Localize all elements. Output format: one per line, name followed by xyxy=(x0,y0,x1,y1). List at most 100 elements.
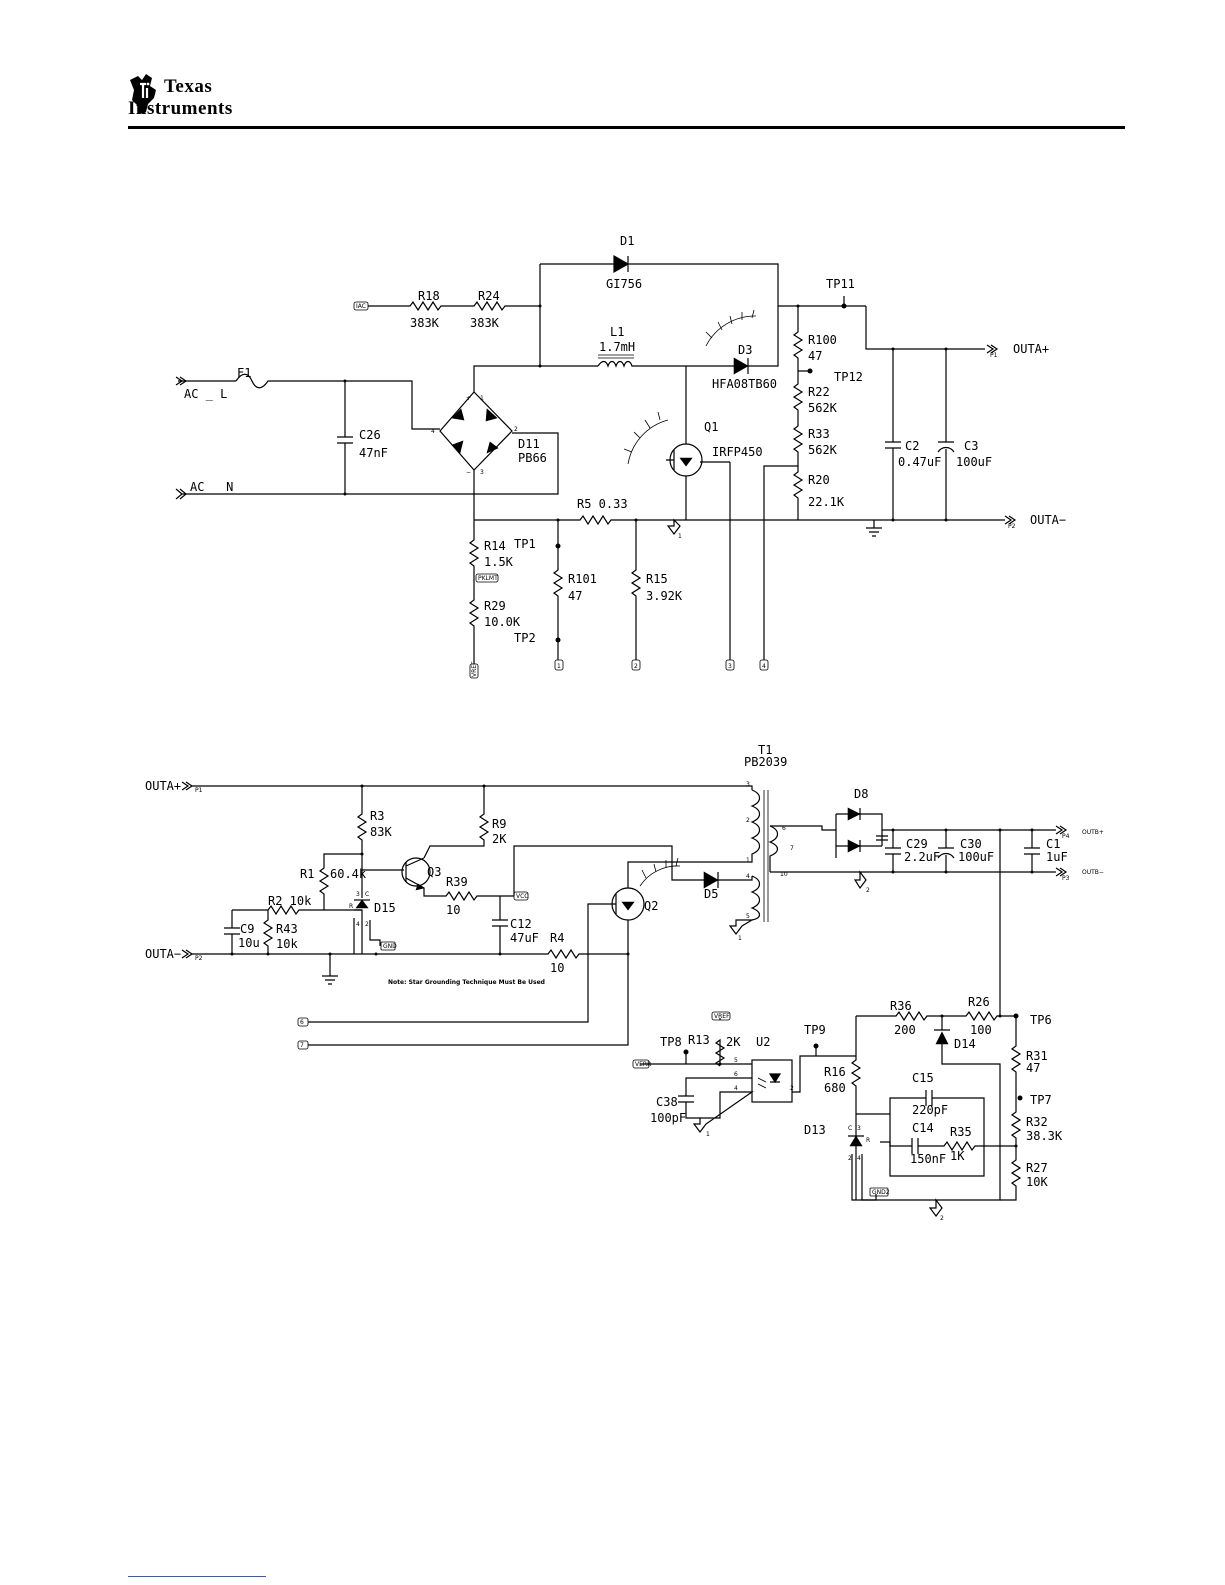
label-d13-c: C xyxy=(848,1125,852,1132)
label-c14: C14 xyxy=(912,1121,934,1135)
label-p1: P1 xyxy=(990,352,998,359)
label-t1-value: PB2039 xyxy=(744,755,787,769)
label-vref-top: VREF xyxy=(471,661,478,677)
pfc-schematic: D1 GI756 R18 383K R24 383K IAC F1 AC _ L… xyxy=(175,234,1066,679)
label-c2-value: 0.47uF xyxy=(898,455,941,469)
label-d15-pin3: 3 xyxy=(356,891,360,898)
label-gnd1-b: 1 xyxy=(738,935,742,942)
label-tp12: TP12 xyxy=(834,370,863,384)
label-c38-value: 100pF xyxy=(650,1111,686,1125)
label-d15-pin2: 2 xyxy=(365,921,369,928)
label-r26: R26 xyxy=(968,995,990,1009)
label-c1-value: 1uF xyxy=(1046,850,1068,864)
label-r43: R43 xyxy=(276,922,298,936)
label-c9-value: 10u xyxy=(238,936,260,950)
label-d13: D13 xyxy=(804,1123,826,1137)
label-d15-pin4: 4 xyxy=(356,921,360,928)
label-p3: P3 xyxy=(1062,875,1070,882)
label-pklmt: PKLMT xyxy=(478,575,498,582)
label-tp6: TP6 xyxy=(1030,1013,1052,1027)
label-u2-pin2: 2 xyxy=(790,1085,794,1092)
label-t1-pin7: 7 xyxy=(790,845,794,852)
logo-text-line2: Instruments xyxy=(128,98,233,119)
header-rule xyxy=(128,126,1125,129)
label-r1: R1 xyxy=(300,867,314,881)
label-r32-value: 38.3K xyxy=(1026,1129,1063,1143)
label-vcc: VCC xyxy=(516,893,528,900)
label-r31-value: 47 xyxy=(1026,1061,1040,1075)
label-outa-minus: OUTA− xyxy=(1030,513,1066,527)
label-c15: C15 xyxy=(912,1071,934,1085)
label-l1-value: 1.7mH xyxy=(599,340,635,354)
label-r3-value: 83K xyxy=(370,825,392,839)
label-t1-pin3: 3 xyxy=(746,781,750,788)
label-p2: P2 xyxy=(1008,523,1016,530)
label-d13-pin2: 2 xyxy=(848,1155,852,1162)
label-q3: Q3 xyxy=(427,865,441,879)
label-c29: C29 xyxy=(906,837,928,851)
label-r100: R100 xyxy=(808,333,837,347)
label-r3: R3 xyxy=(370,809,384,823)
logo-text-line1: Texas xyxy=(164,76,213,97)
label-r15: R15 xyxy=(646,572,668,586)
label-off1: 1 xyxy=(557,663,561,670)
label-gnd-tag: GND xyxy=(383,943,397,950)
label-gnd-1: 1 xyxy=(678,533,682,540)
label-c12-value: 47uF xyxy=(510,931,539,945)
label-c30: C30 xyxy=(960,837,982,851)
label-off6: 6 xyxy=(300,1019,304,1026)
label-c2: C2 xyxy=(905,439,919,453)
label-q1: Q1 xyxy=(704,420,718,434)
label-u2-pin5: 5 xyxy=(734,1057,738,1064)
label-r4: R4 xyxy=(550,931,564,945)
label-r33-value: 562K xyxy=(808,443,838,457)
label-u2-pin6: 6 xyxy=(734,1071,738,1078)
label-d15-c: C xyxy=(365,891,369,898)
label-r16: R16 xyxy=(824,1065,846,1079)
label-d3-value: HFA08TB60 xyxy=(712,377,777,391)
label-r15-value: 3.92K xyxy=(646,589,683,603)
label-c26: C26 xyxy=(359,428,381,442)
label-off4: 4 xyxy=(762,663,766,670)
label-r39: R39 xyxy=(446,875,468,889)
label-d11-value: PB66 xyxy=(518,451,547,465)
label-r27-value: 10K xyxy=(1026,1175,1048,1189)
label-t1: T1 xyxy=(758,743,772,757)
label-r36: R36 xyxy=(890,999,912,1013)
label-iac: IAC xyxy=(356,303,366,310)
label-tp2: TP2 xyxy=(514,631,536,645)
label-l1: L1 xyxy=(610,325,624,339)
label-bridge-pin4: 4 xyxy=(431,428,435,435)
label-r9: R9 xyxy=(492,817,506,831)
label-r100-value: 47 xyxy=(808,349,822,363)
label-d14: D14 xyxy=(954,1037,976,1051)
label-r5: R5 0.33 xyxy=(577,497,628,511)
label-tp1: TP1 xyxy=(514,537,536,551)
label-d1-value: GI756 xyxy=(606,277,642,291)
label-r18-value: 383K xyxy=(410,316,440,330)
label-r22: R22 xyxy=(808,385,830,399)
label-r13: R13 xyxy=(688,1033,710,1047)
label-d13-pin4: 4 xyxy=(857,1155,861,1162)
label-d11: D11 xyxy=(518,437,540,451)
label-d15: D15 xyxy=(374,901,396,915)
label-bridge-plus: + xyxy=(466,395,471,402)
label-q1-value: IRFP450 xyxy=(712,445,763,459)
label-bridge-pin1: 1 xyxy=(480,395,484,402)
label-c15-value: 220pF xyxy=(912,1103,948,1117)
label-f1: F1 xyxy=(237,366,251,380)
label-c3-value: 100uF xyxy=(956,455,992,469)
label-r1-value: 60.4k xyxy=(330,867,367,881)
label-d1: D1 xyxy=(620,234,634,248)
label-c26-value: 47nF xyxy=(359,446,388,460)
label-off7: 7 xyxy=(300,1042,304,1049)
label-r13-value: 2K xyxy=(726,1035,741,1049)
label-c30-value: 100uF xyxy=(958,850,994,864)
label-r14: R14 xyxy=(484,539,506,553)
label-r35-value: 1K xyxy=(950,1149,965,1163)
label-c3: C3 xyxy=(964,439,978,453)
ti-logo: Texas Instruments xyxy=(128,72,328,124)
label-outa-minus-b: OUTA− xyxy=(145,947,181,961)
label-r36-value: 200 xyxy=(894,1023,916,1037)
label-outb-minus: OUTB− xyxy=(1082,869,1104,876)
